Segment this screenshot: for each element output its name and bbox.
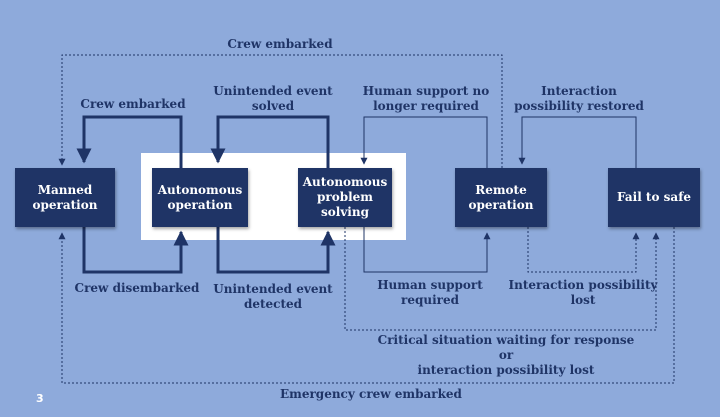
label-crew-embarked-top: Crew embarked <box>227 37 333 51</box>
arrow-emergency-crew <box>58 227 675 384</box>
label-emergency-crew-embarked: Emergency crew embarked <box>280 387 462 401</box>
arrow-crew-embarked <box>76 115 183 168</box>
arrow-event-solved <box>210 115 330 168</box>
arrow-support-no-longer <box>360 116 488 168</box>
state-manned-operation: Manned operation <box>15 168 115 227</box>
state-autonomous-operation: Autonomous operation <box>152 168 248 227</box>
label-crew-disembarked: Crew disembarked <box>74 281 200 295</box>
state-remote-operation: Remote operation <box>455 168 547 227</box>
arrow-crew-embarked-top <box>58 54 503 168</box>
arrow-event-detected <box>216 227 336 274</box>
label-critical-situation: Critical situation waiting for response … <box>377 333 635 377</box>
label-interaction-possibility-restored: Interaction possibility restored <box>514 84 644 113</box>
label-human-support-no-longer-required: Human support no longer required <box>362 84 490 113</box>
label-unintended-event-solved: Unintended event solved <box>213 84 333 113</box>
label-crew-embarked: Crew embarked <box>80 97 186 111</box>
page-number: 3 <box>36 392 44 405</box>
state-autonomous-problem-solving: Autonomous problem solving <box>298 168 392 227</box>
arrow-interaction-restored <box>518 116 637 168</box>
label-unintended-event-detected: Unintended event detected <box>213 282 333 311</box>
label-human-support-required: Human support required <box>377 278 483 307</box>
arrow-crew-disembarked <box>82 227 189 274</box>
state-fail-to-safe: Fail to safe <box>608 168 700 227</box>
arrow-support-required <box>363 227 491 273</box>
label-interaction-possibility-lost: Interaction possibility lost <box>508 278 658 307</box>
arrow-interaction-lost <box>527 227 640 273</box>
